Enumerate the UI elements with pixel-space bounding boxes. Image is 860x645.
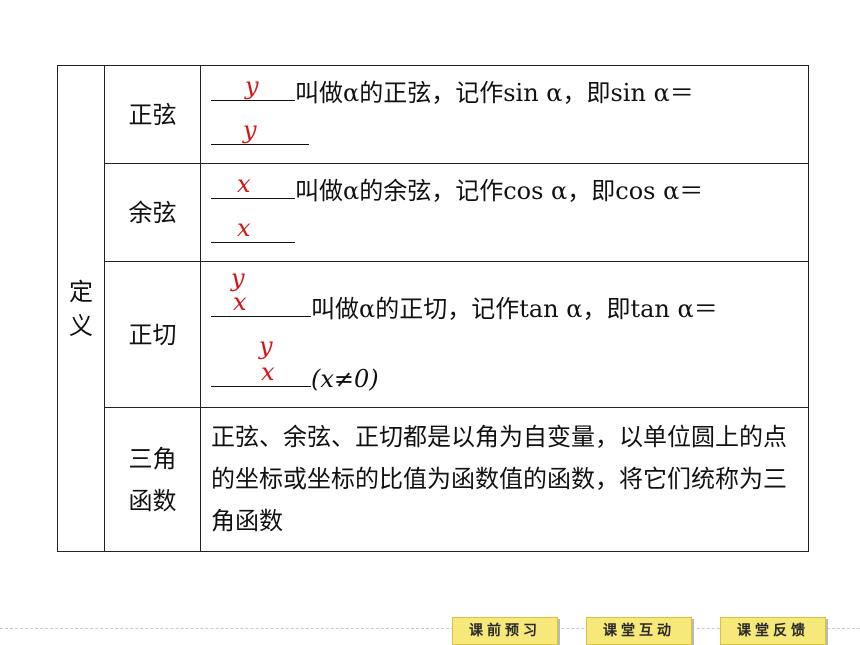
row-body-sine: y 叫做α的正弦，记作sin α，即sin α＝ y — [200, 65, 809, 164]
tangent-condition: (x≠0) — [311, 365, 379, 393]
sine-blank-2: y — [211, 118, 309, 145]
group-label: 定义 — [69, 277, 93, 340]
tangent-answer-2-num: y — [259, 332, 273, 360]
tangent-answer-1-num: y — [231, 264, 245, 292]
cosine-text: 叫做α的余弦，记作cos α，即cos α＝ — [295, 177, 704, 205]
row-body-tangent: y x 叫做α的正切，记作tan α，即tan α＝ y x (x≠0) — [200, 261, 809, 408]
tangent-line-2: x (x≠0) — [211, 360, 379, 394]
cosine-answer-1: x — [237, 170, 251, 198]
cosine-line-1: x 叫做α的余弦，记作cos α，即cos α＝ — [211, 172, 704, 206]
row-body-cosine: x 叫做α的余弦，记作cos α，即cos α＝ x — [200, 163, 809, 262]
nav-feedback-button[interactable]: 课堂反馈 — [720, 617, 826, 645]
definition-table: 定义 正弦 y 叫做α的正弦，记作sin α，即sin α＝ y 余弦 x 叫做α的… — [57, 65, 809, 552]
tangent-text: 叫做α的正切，记作tan α，即tan α＝ — [311, 295, 718, 323]
tangent-line-1: x 叫做α的正切，记作tan α，即tan α＝ — [211, 290, 718, 324]
sine-line-2: y — [211, 118, 309, 152]
trig-name: 三角函数 — [128, 444, 177, 515]
row-name-cosine: 余弦 — [104, 163, 201, 262]
group-label-cell: 定义 — [57, 65, 105, 552]
row-name-trig: 三角函数 — [104, 407, 201, 552]
row-body-trig: 正弦、余弦、正切都是以角为自变量，以单位圆上的点的坐标或坐标的比值为函数值的函数… — [200, 407, 809, 552]
footer-divider — [0, 628, 860, 629]
nav-interaction-button[interactable]: 课堂互动 — [586, 617, 692, 645]
cosine-answer-2: x — [237, 214, 251, 242]
sine-text: 叫做α的正弦，记作sin α，即sin α＝ — [295, 79, 694, 107]
row-name-sine: 正弦 — [104, 65, 201, 164]
row-name-tangent: 正切 — [104, 261, 201, 408]
sine-blank-1: y — [211, 74, 295, 101]
nav-preview-button[interactable]: 课前预习 — [452, 617, 558, 645]
sine-answer-2: y — [243, 116, 257, 144]
sine-answer-1: y — [245, 72, 259, 100]
sine-line-1: y 叫做α的正弦，记作sin α，即sin α＝ — [211, 74, 694, 108]
trig-description: 正弦、余弦、正切都是以角为自变量，以单位圆上的点的坐标或坐标的比值为函数值的函数… — [211, 423, 787, 535]
tangent-answer-2-den: x — [261, 358, 275, 386]
tangent-blank-2: x — [211, 360, 311, 387]
cosine-blank-2: x — [211, 216, 295, 243]
tangent-answer-1-den: x — [233, 288, 247, 316]
cosine-blank-1: x — [211, 172, 295, 199]
tangent-blank-1: x — [211, 290, 311, 317]
cosine-line-2: x — [211, 216, 295, 250]
